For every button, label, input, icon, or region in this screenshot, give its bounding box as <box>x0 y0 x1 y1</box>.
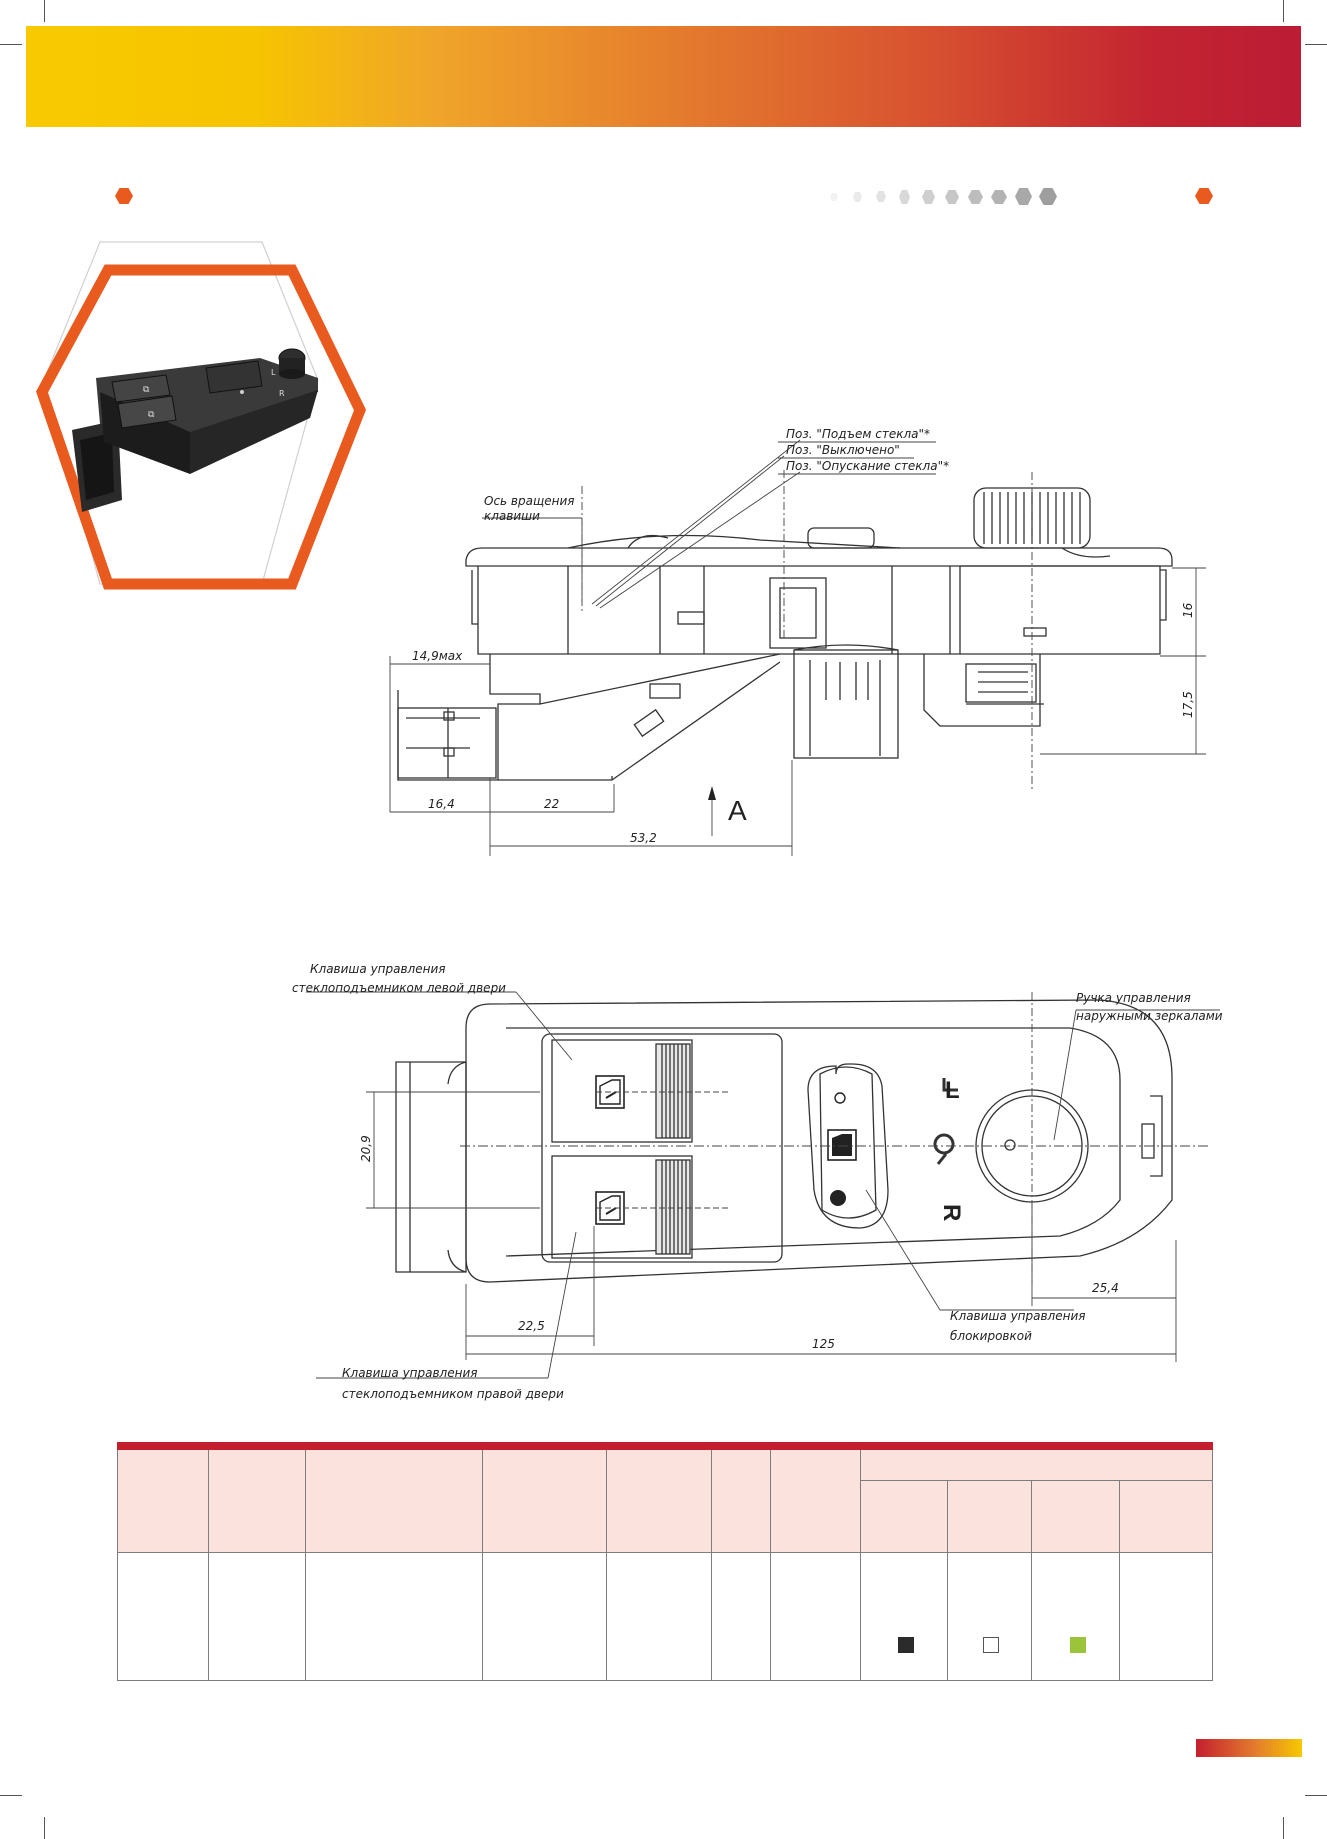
table-cell <box>947 1552 1033 1681</box>
table-cell <box>207 1552 306 1681</box>
callout-off: Поз. "Выключено" <box>786 443 900 457</box>
svg-text:⧉: ⧉ <box>148 410 155 420</box>
callout-lock: Клавиша управления <box>950 1309 1085 1323</box>
table-cell <box>1118 1552 1214 1681</box>
table-header-cell <box>860 1480 949 1553</box>
dim-label: 17,5 <box>1181 691 1195 718</box>
top-view-drawing <box>395 999 1173 1283</box>
dim-label: 53,2 <box>630 831 657 845</box>
dim-label: 22 <box>544 797 559 811</box>
table-cell <box>304 1552 483 1681</box>
table-cell <box>117 1552 209 1681</box>
callout-mirror: Ручка управления <box>1076 991 1191 1005</box>
table-header-cell <box>304 1442 483 1553</box>
svg-text:R: R <box>279 389 285 398</box>
view-label: A <box>728 795 747 826</box>
lock-icon <box>827 1092 857 1206</box>
crop-mark <box>44 0 45 22</box>
dim-label: 16 <box>1181 602 1195 618</box>
label-l: L <box>945 1077 960 1104</box>
crop-mark <box>44 1817 45 1839</box>
table-header-cell <box>1118 1480 1214 1553</box>
crop-mark <box>0 1795 22 1796</box>
color-swatch-white <box>983 1637 999 1653</box>
view-arrow-icon <box>708 786 716 800</box>
dim-label: 25,4 <box>1092 1281 1119 1295</box>
footer-bar <box>1196 1739 1302 1757</box>
crop-mark <box>1283 1817 1284 1839</box>
mirror-knob-side <box>973 487 1111 558</box>
callout-lock: блокировкой <box>950 1329 1032 1343</box>
table-header-cell <box>481 1442 607 1553</box>
dim-label: 20,9 <box>359 1135 373 1162</box>
crop-mark <box>1283 0 1284 22</box>
table-cell <box>770 1552 862 1681</box>
callout-left-door: стеклоподъемником левой двери <box>292 981 506 995</box>
top-view-dimensions <box>306 991 1220 1379</box>
hex-bullet-left <box>115 188 133 204</box>
label-r: R <box>938 1204 965 1221</box>
crop-mark <box>0 44 22 45</box>
side-view-dimensions <box>389 439 1206 856</box>
callout-mirror: наружными зеркалами <box>1076 1009 1223 1023</box>
table-cell <box>1031 1552 1120 1681</box>
crop-mark <box>1305 1795 1327 1796</box>
hex-bullet-right <box>1195 188 1213 204</box>
table-header-cell <box>1031 1480 1120 1553</box>
crop-mark <box>1305 44 1327 45</box>
header-banner <box>26 26 1301 127</box>
product-photo-hexagon: ⧉ ⧉ L R <box>36 241 366 590</box>
table-top-bar <box>117 1442 1213 1450</box>
table-header-cell <box>947 1480 1033 1553</box>
table-header-cell <box>711 1442 772 1553</box>
svg-text:L: L <box>271 368 276 377</box>
table-cell <box>605 1552 713 1681</box>
dim-label: 125 <box>812 1337 835 1351</box>
table-cell <box>860 1552 949 1681</box>
table-header-cell <box>770 1442 862 1553</box>
table-header-cell <box>207 1442 306 1553</box>
dim-label: 22,5 <box>518 1319 545 1333</box>
dim-label: 16,4 <box>428 797 455 811</box>
switch-photo: ⧉ ⧉ L R <box>72 348 318 512</box>
color-swatch-green <box>1070 1637 1086 1653</box>
table-cell <box>711 1552 772 1681</box>
table-header-cell <box>117 1442 209 1553</box>
svg-text:⧉: ⧉ <box>143 385 150 395</box>
table-cell <box>481 1552 607 1681</box>
callout-lower: Поз. "Опускание стекла"* <box>786 459 949 473</box>
color-swatch-black <box>898 1637 914 1653</box>
dim-label: 14,9мах <box>412 649 463 663</box>
callout-left-door: Клавиша управления <box>310 962 445 976</box>
callout-raise: Поз. "Подъем стекла"* <box>786 427 930 441</box>
callout-right-door: стеклоподъемником правой двери <box>342 1387 564 1401</box>
side-view-drawing <box>397 487 1173 781</box>
callout-axis: клавиши <box>484 509 540 523</box>
callout-axis: Ось вращения <box>484 494 575 508</box>
spec-table <box>117 1442 1214 1681</box>
table-header-cell <box>605 1442 713 1553</box>
callout-right-door: Клавиша управления <box>342 1366 477 1380</box>
